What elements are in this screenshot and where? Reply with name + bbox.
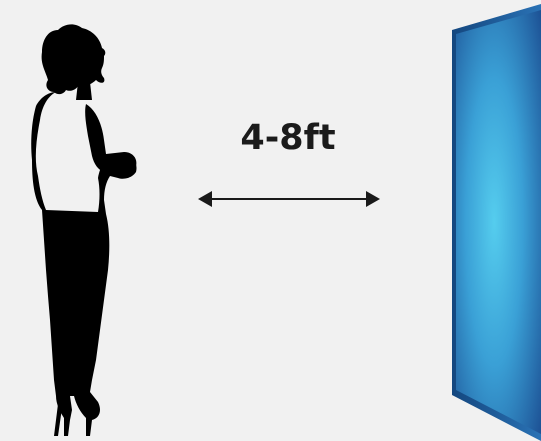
distance-label: 4-8ft — [218, 118, 358, 158]
display-panel — [452, 4, 541, 441]
arrow-head-left — [198, 191, 212, 207]
woman-silhouette-icon — [31, 24, 136, 436]
screen-surface — [456, 10, 541, 434]
double-headed-arrow-icon — [198, 191, 380, 207]
arrow-head-right — [366, 191, 380, 207]
